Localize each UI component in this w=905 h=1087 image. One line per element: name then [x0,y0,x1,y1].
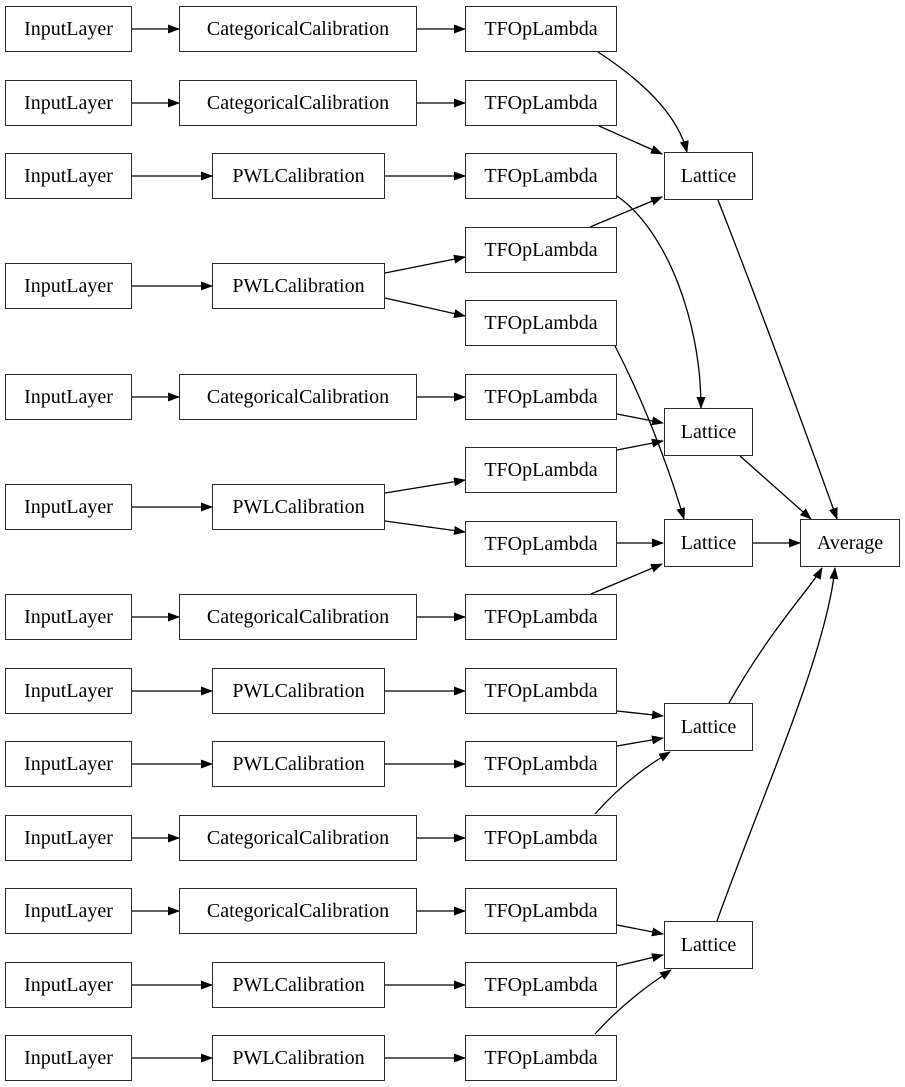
node-tf-op-lambda: TFOpLambda [465,374,617,420]
node-average: Average [800,519,900,567]
node-input-layer: InputLayer [5,1035,132,1081]
node-tf-op-lambda: TFOpLambda [465,6,617,52]
node-pwl-calibration: PWLCalibration [212,1035,385,1081]
node-input-layer: InputLayer [5,888,132,934]
edge-tf4-lat1 [589,196,663,228]
edge-tf2-lat1 [598,125,663,155]
node-input-layer: InputLayer [5,741,132,787]
node-pwl-calibration: PWLCalibration [212,741,385,787]
node-categorical-calibration: CategoricalCalibration [179,888,417,934]
edge-lat5-avg [716,567,839,922]
edge-tf6-lat2 [616,413,664,426]
node-lattice: Lattice [664,152,753,200]
node-pwl-calibration: PWLCalibration [212,962,385,1008]
node-pwl-calibration: PWLCalibration [212,484,385,530]
node-categorical-calibration: CategoricalCalibration [179,374,417,420]
node-input-layer: InputLayer [5,594,132,640]
edge-cal6-tf7 [384,477,466,494]
node-input-layer: InputLayer [5,668,132,714]
node-pwl-calibration: PWLCalibration [212,263,385,309]
node-tf-op-lambda: TFOpLambda [465,300,617,346]
edge-tf13-lat5 [616,924,664,937]
edge-tf5-lat3 [614,345,686,520]
node-tf-op-lambda: TFOpLambda [465,153,617,199]
node-pwl-calibration: PWLCalibration [212,153,385,199]
node-categorical-calibration: CategoricalCalibration [179,80,417,126]
node-tf-op-lambda: TFOpLambda [465,668,617,714]
edge-tf10-lat4 [616,710,664,720]
node-tf-op-lambda: TFOpLambda [465,962,617,1008]
node-tf-op-lambda: TFOpLambda [465,80,617,126]
node-tf-op-lambda: TFOpLambda [465,888,617,934]
node-tf-op-lambda: TFOpLambda [465,1035,617,1081]
node-input-layer: InputLayer [5,263,132,309]
edge-tf1-lat1 [597,51,689,153]
node-input-layer: InputLayer [5,484,132,530]
node-tf-op-lambda: TFOpLambda [465,741,617,787]
edge-tf11-lat4 [616,735,664,747]
node-input-layer: InputLayer [5,962,132,1008]
edge-tf12-lat4 [594,751,671,815]
edge-cal6-tf8 [384,520,466,535]
edge-lat4-avg [728,567,823,704]
edge-tf15-lat5 [594,969,672,1035]
edge-cal4-tf5 [384,297,466,318]
node-pwl-calibration: PWLCalibration [212,668,385,714]
edge-tf7-lat2 [616,438,664,451]
node-tf-op-lambda: TFOpLambda [465,815,617,861]
node-input-layer: InputLayer [5,6,132,52]
edge-tf14-lat5 [616,953,664,967]
edge-lat2-avg [739,455,812,520]
node-lattice: Lattice [664,519,753,567]
edge-tf3-lat2 [616,195,706,409]
edge-cal4-tf4 [384,254,466,274]
node-input-layer: InputLayer [5,374,132,420]
node-tf-op-lambda: TFOpLambda [465,521,617,567]
node-categorical-calibration: CategoricalCalibration [179,815,417,861]
node-input-layer: InputLayer [5,815,132,861]
node-lattice: Lattice [664,408,753,456]
node-lattice: Lattice [664,921,753,969]
edge-tf9-lat3 [590,563,663,595]
node-categorical-calibration: CategoricalCalibration [179,594,417,640]
node-tf-op-lambda: TFOpLambda [465,227,617,273]
node-input-layer: InputLayer [5,153,132,199]
node-categorical-calibration: CategoricalCalibration [179,6,417,52]
node-lattice: Lattice [664,703,753,751]
node-input-layer: InputLayer [5,80,132,126]
node-tf-op-lambda: TFOpLambda [465,594,617,640]
node-tf-op-lambda: TFOpLambda [465,447,617,493]
edge-lat1-avg [717,199,838,520]
